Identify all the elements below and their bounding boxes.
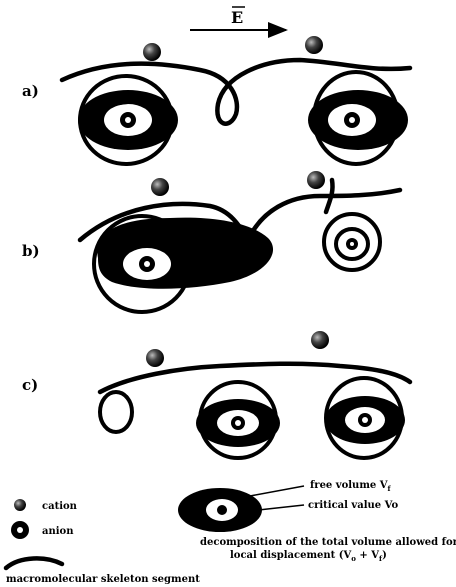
cation bbox=[151, 178, 169, 196]
anion-label: anion bbox=[42, 526, 74, 537]
anion-core-highlight bbox=[235, 420, 241, 426]
cation bbox=[305, 36, 323, 54]
anion-symbol-highlight bbox=[17, 527, 23, 533]
ion-site-c-right bbox=[325, 378, 405, 458]
legend-cation: cation bbox=[14, 499, 78, 512]
legend-skeleton: macromolecular skeleton segment bbox=[6, 558, 200, 585]
field-label: E bbox=[231, 8, 243, 27]
ion-site-a-right bbox=[308, 72, 408, 164]
legend-anion: anion bbox=[11, 521, 74, 539]
free-volume-pointer bbox=[250, 486, 304, 496]
skeleton-segment-symbol bbox=[6, 558, 62, 568]
cation bbox=[311, 331, 329, 349]
panel-b-label: b) bbox=[22, 242, 40, 260]
anion-core-highlight bbox=[350, 242, 354, 246]
chain-coil bbox=[100, 392, 132, 432]
legend: cation anion free volume Vf critical val… bbox=[6, 480, 456, 585]
electric-field-indicator: E bbox=[190, 7, 286, 30]
decomposition-caption-line2: local displacement (Vo + Vf) bbox=[230, 550, 387, 563]
cation bbox=[146, 349, 164, 367]
panel-a-label: a) bbox=[22, 82, 39, 100]
panel-a: a) bbox=[22, 36, 410, 164]
anion-core-highlight bbox=[144, 261, 150, 267]
free-volume-text: free volume V bbox=[310, 480, 388, 491]
cation-symbol bbox=[14, 499, 26, 511]
cation bbox=[307, 171, 325, 189]
skeleton-label: macromolecular skeleton segment bbox=[6, 574, 200, 585]
anion-core-symbol bbox=[217, 505, 227, 515]
anion-core-highlight bbox=[349, 117, 355, 123]
free-volume-subscript: f bbox=[388, 484, 392, 493]
decomposition-text-c: ) bbox=[382, 550, 387, 561]
anion-core-highlight bbox=[125, 117, 131, 123]
panel-c: c) bbox=[22, 331, 410, 458]
panel-c-label: c) bbox=[22, 376, 38, 394]
decomposition-caption-line1: decomposition of the total volume allowe… bbox=[200, 537, 456, 548]
cation-label: cation bbox=[42, 501, 78, 512]
cation bbox=[143, 43, 161, 61]
panel-b: b) bbox=[22, 171, 400, 312]
ion-site-c-middle bbox=[196, 382, 280, 458]
ion-site-b-merged bbox=[94, 216, 273, 312]
legend-volume-key: free volume Vf critical value Vo decompo… bbox=[178, 480, 456, 563]
ion-site-a-left bbox=[78, 76, 178, 164]
critical-value-label: critical value Vo bbox=[308, 500, 398, 511]
decomposition-text-b: + V bbox=[356, 550, 379, 561]
ion-site-b-right bbox=[324, 214, 380, 270]
anion-core-highlight bbox=[362, 417, 368, 423]
free-volume-label: free volume Vf bbox=[310, 480, 392, 493]
decomposition-text-a: local displacement (V bbox=[230, 550, 352, 561]
total-volume-merged bbox=[97, 218, 273, 289]
ion-site-c-left bbox=[100, 392, 132, 432]
